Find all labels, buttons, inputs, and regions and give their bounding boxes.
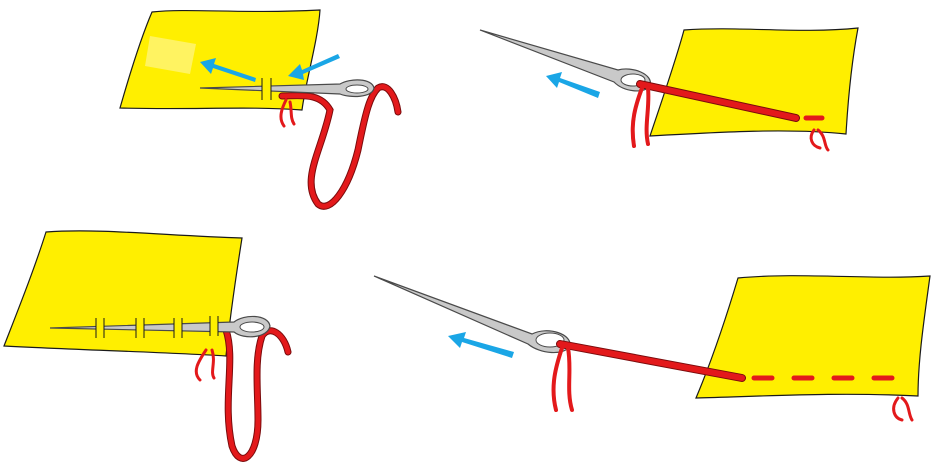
fabric-swatch (649, 27, 859, 137)
direction-arrow (546, 72, 600, 98)
needle (199, 78, 375, 100)
direction-arrow (288, 54, 340, 80)
direction-arrow (448, 332, 514, 358)
needle (49, 315, 271, 338)
direction-arrow (200, 58, 256, 82)
